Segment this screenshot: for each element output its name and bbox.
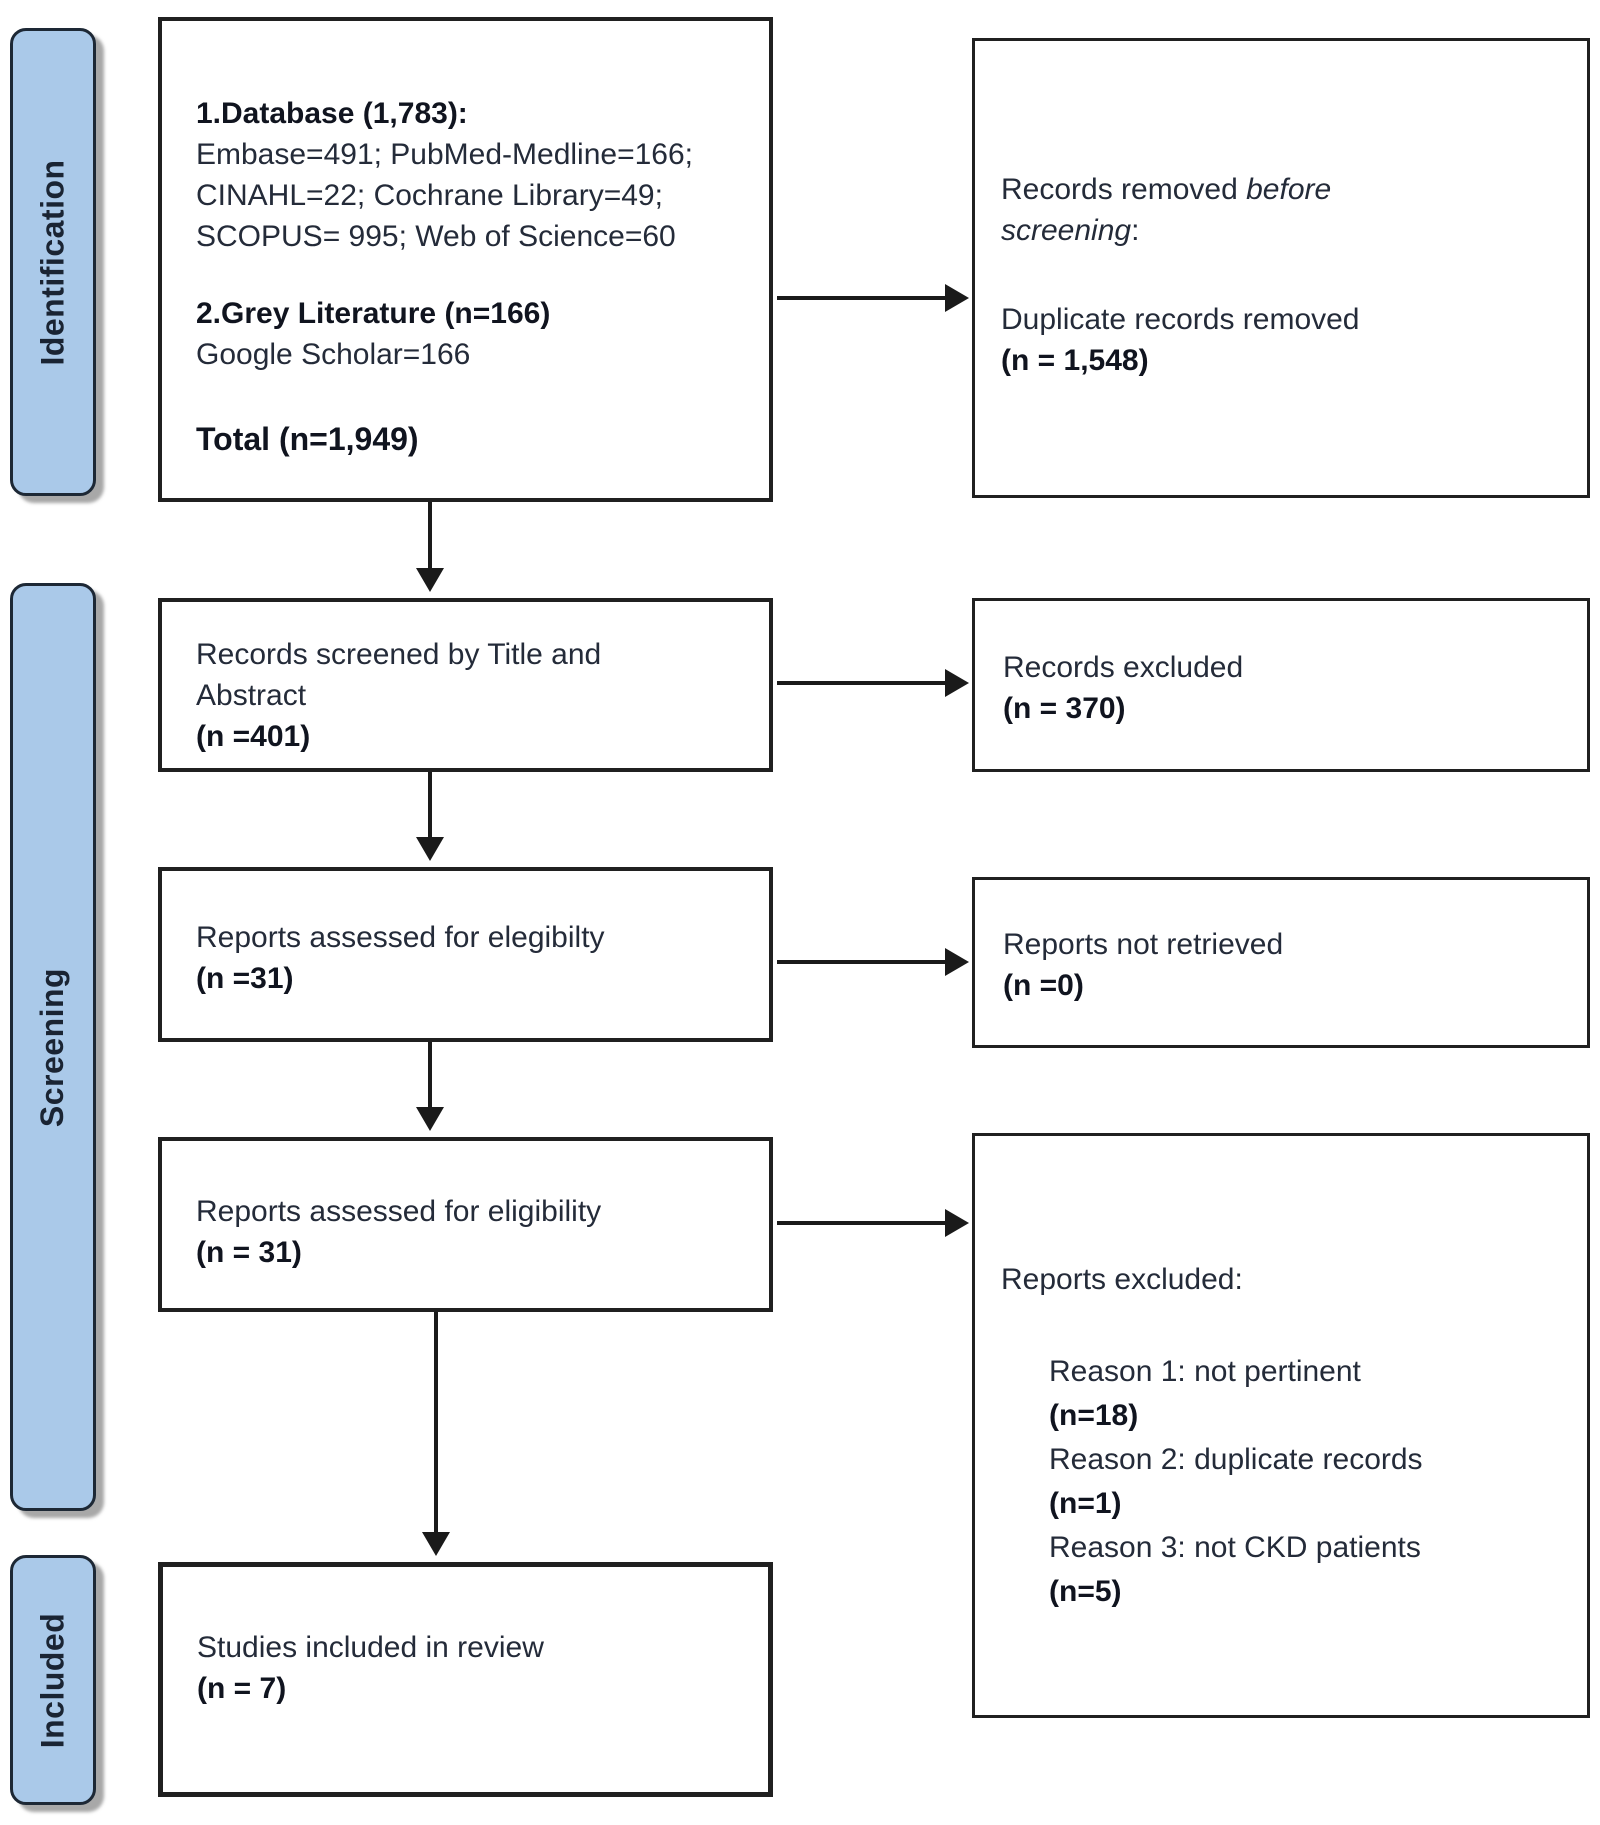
arrow-assessed2-to-included (422, 1312, 450, 1556)
duplicates-removed-n: (n = 1,548) (1001, 344, 1149, 377)
arrowhead-right-icon (945, 948, 969, 976)
arrow-assessed2-to-reports-excluded (777, 1209, 969, 1237)
box-records-screened: Records screened by Title and Abstract (… (158, 598, 773, 772)
box-studies-included: Studies included in review (n = 7) (158, 1562, 773, 1797)
studies-included-n: (n = 7) (197, 1672, 287, 1705)
stage-bar-included: Included (10, 1555, 96, 1805)
box-reports-assessed-1: Reports assessed for elegibilty (n =31) (158, 867, 773, 1042)
reports-not-retrieved-n: (n =0) (1003, 969, 1084, 1002)
reason-3-text: Reason 3: not CKD patients (1049, 1531, 1421, 1564)
total-line: Total (n=1,949) (196, 421, 419, 457)
arrow-sources-to-removed (777, 284, 969, 312)
box-reports-assessed-2: Reports assessed for eligibility (n = 31… (158, 1137, 773, 1312)
arrow-assessed1-to-assessed2 (416, 1042, 444, 1131)
arrow-screened-to-assessed1 (416, 772, 444, 861)
box-reports-not-retrieved: Reports not retrieved (n =0) (972, 877, 1590, 1048)
stage-bar-screening: Screening (10, 583, 96, 1511)
database-title: 1.Database (1,783): (196, 97, 468, 130)
arrowhead-down-icon (416, 837, 444, 861)
arrowhead-down-icon (416, 568, 444, 592)
reports-assessed-1-n: (n =31) (196, 962, 294, 995)
database-line-1: Embase=491; PubMed-Medline=166; (196, 138, 693, 171)
arrow-sources-to-screened (416, 502, 444, 592)
reports-not-retrieved-text: Reports not retrieved (1003, 928, 1284, 961)
reason-1: Reason 1: not pertinent (n=18) (1049, 1350, 1563, 1438)
records-screened-text: Records screened by Title and Abstract (196, 638, 602, 712)
database-line-2: CINAHL=22; Cochrane Library=49; (196, 179, 663, 212)
studies-included-text: Studies included in review (197, 1631, 544, 1664)
arrowhead-right-icon (945, 669, 969, 697)
arrowhead-down-icon (416, 1107, 444, 1131)
grey-literature-title: 2.Grey Literature (n=166) (196, 297, 551, 330)
stage-label-included: Included (34, 1612, 71, 1748)
grey-literature-line: Google Scholar=166 (196, 338, 471, 371)
records-removed-text: Records removed before screening: (1001, 173, 1332, 247)
duplicates-removed-text: Duplicate records removed (1001, 303, 1360, 336)
records-excluded-text: Records excluded (1003, 651, 1244, 684)
records-excluded-n: (n = 370) (1003, 692, 1126, 725)
stage-bar-identification: Identification (10, 28, 96, 496)
arrow-assessed1-to-not-retrieved (777, 948, 969, 976)
box-records-removed-before-screening: Records removed before screening: Duplic… (972, 38, 1590, 498)
reports-assessed-2-n: (n = 31) (196, 1236, 302, 1269)
arrowhead-right-icon (945, 1209, 969, 1237)
spacer (196, 375, 745, 419)
database-line-3: SCOPUS= 995; Web of Science=60 (196, 220, 676, 253)
reports-assessed-2-text: Reports assessed for eligibility (196, 1195, 602, 1228)
reports-excluded-title: Reports excluded: (1001, 1263, 1243, 1296)
reason-2: Reason 2: duplicate records (n=1) (1049, 1438, 1563, 1526)
records-screened-n: (n =401) (196, 720, 311, 753)
spacer (196, 257, 745, 293)
reason-2-n: (n=1) (1049, 1487, 1122, 1520)
arrowhead-down-icon (422, 1532, 450, 1556)
stage-label-identification: Identification (34, 158, 71, 366)
reason-3-n: (n=5) (1049, 1575, 1122, 1608)
before-screening-italic: before screening (1001, 173, 1332, 247)
reason-1-n: (n=18) (1049, 1399, 1139, 1432)
arrowhead-right-icon (945, 284, 969, 312)
box-reports-excluded-reasons: Reports excluded: Reason 1: not pertinen… (972, 1133, 1590, 1718)
spacer (1001, 1302, 1563, 1350)
spacer (1001, 251, 1563, 299)
box-records-excluded: Records excluded (n = 370) (972, 598, 1590, 772)
reason-1-text: Reason 1: not pertinent (1049, 1355, 1361, 1388)
stage-label-screening: Screening (34, 967, 71, 1127)
reports-assessed-1-text: Reports assessed for elegibilty (196, 921, 605, 954)
box-identification-sources: 1.Database (1,783): Embase=491; PubMed-M… (158, 17, 773, 502)
reason-3: Reason 3: not CKD patients (n=5) (1049, 1526, 1563, 1614)
reason-2-text: Reason 2: duplicate records (1049, 1443, 1423, 1476)
arrow-screened-to-excluded (777, 669, 969, 697)
